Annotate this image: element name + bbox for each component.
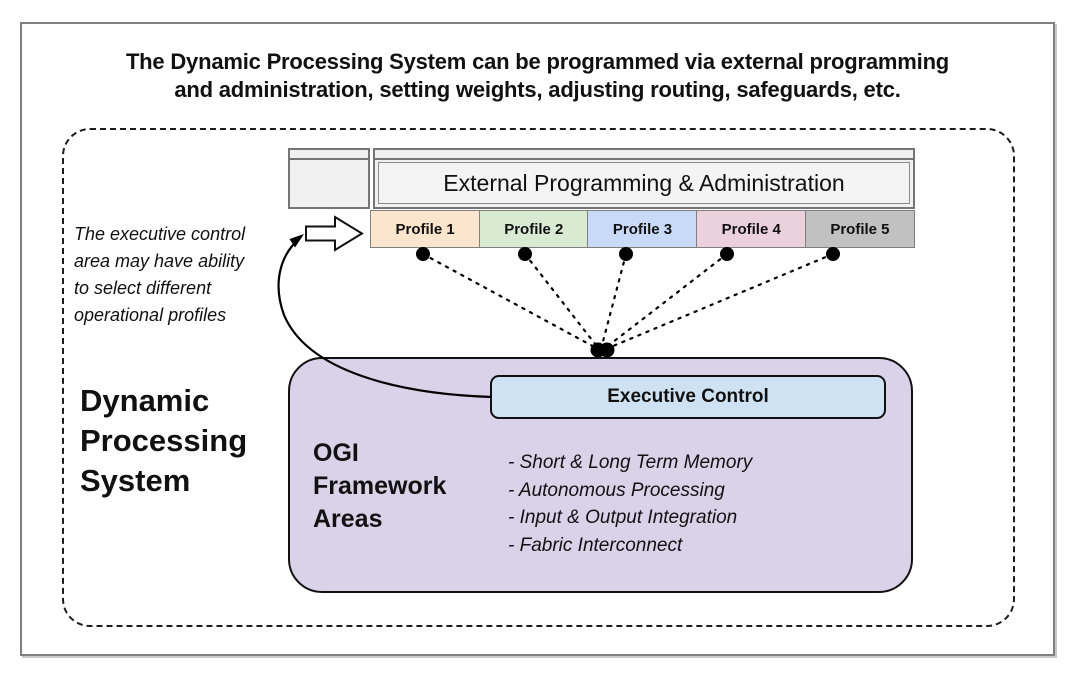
annotation-line-3: to select different xyxy=(74,278,212,298)
ogi-framework-areas-label: OGI Framework Areas xyxy=(313,437,446,536)
external-admin-label: External Programming & Administration xyxy=(378,162,910,204)
annotation-line-2: area may have ability xyxy=(74,251,245,271)
ogi-bullet-1: - Short & Long Term Memory xyxy=(508,452,753,473)
ogi-label-line-2: Framework xyxy=(313,472,447,500)
external-admin-box: External Programming & Administration xyxy=(373,148,915,209)
profiles-row: Profile 1 Profile 2 Profile 3 Profile 4 … xyxy=(370,210,916,248)
ogi-framework-bullet-list: - Short & Long Term Memory - Autonomous … xyxy=(508,449,752,559)
profile-2-label: Profile 2 xyxy=(504,220,564,238)
profile-5-box: Profile 5 xyxy=(804,210,916,248)
dynamic-processing-system-label: Dynamic Processing System xyxy=(80,381,247,501)
system-label-line-2: Processing xyxy=(80,423,248,458)
system-label-line-3: System xyxy=(80,463,191,498)
executive-control-annotation: The executive control area may have abil… xyxy=(74,221,245,329)
admin-side-cell xyxy=(288,148,370,209)
profile-3-label: Profile 3 xyxy=(612,220,673,238)
profile-5-label: Profile 5 xyxy=(830,220,890,238)
dynamic-processing-system-boundary xyxy=(62,128,1015,627)
profile-4-box: Profile 4 xyxy=(696,210,807,248)
title-line-2: and administration, setting weights, adj… xyxy=(174,77,901,102)
profile-2-box: Profile 2 xyxy=(478,210,589,248)
ogi-bullet-2: - Autonomous Processing xyxy=(508,479,725,501)
annotation-line-4: operational profiles xyxy=(74,305,227,325)
ogi-label-line-3: Areas xyxy=(313,505,383,533)
profile-1-label: Profile 1 xyxy=(395,220,455,238)
ogi-bullet-3: - Input & Output Integration xyxy=(508,507,738,528)
system-label-line-1: Dynamic xyxy=(80,383,210,418)
executive-control-label: Executive Control xyxy=(607,386,769,407)
external-admin-header-strip xyxy=(375,150,913,160)
profile-3-box: Profile 3 xyxy=(587,210,698,248)
profile-4-label: Profile 4 xyxy=(721,220,781,238)
ogi-bullet-4: - Fabric Interconnect xyxy=(508,534,683,556)
annotation-line-1: The executive control xyxy=(74,224,246,244)
executive-control-box: Executive Control xyxy=(490,375,886,419)
title-line-1: The Dynamic Processing System can be pro… xyxy=(125,49,950,74)
diagram-title: The Dynamic Processing System can be pro… xyxy=(30,48,1045,104)
ogi-label-line-1: OGI xyxy=(313,439,359,467)
profile-1-box: Profile 1 xyxy=(370,210,481,248)
admin-side-cell-header xyxy=(290,150,368,160)
